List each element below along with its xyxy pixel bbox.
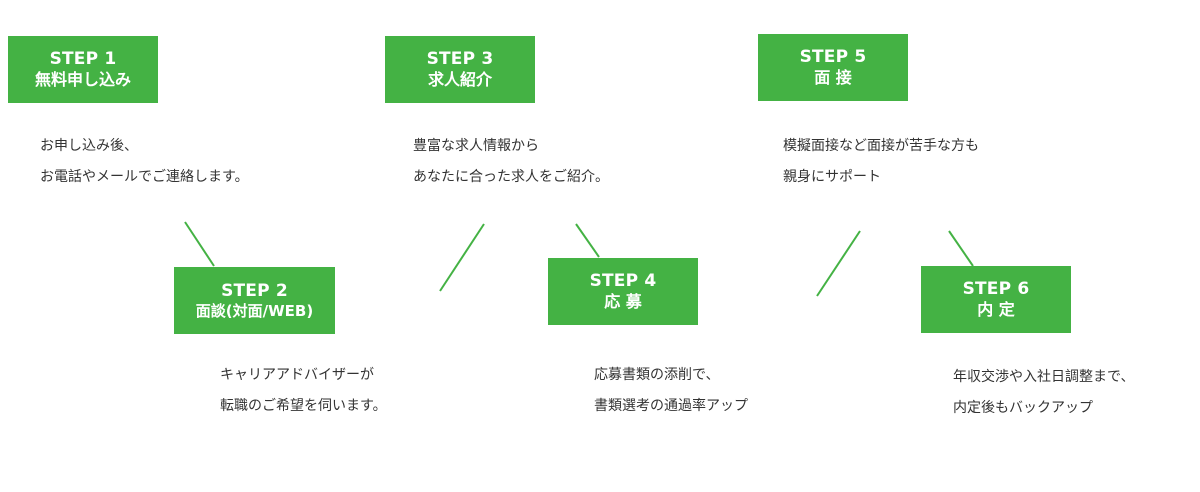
step-6-number: STEP 6 [962, 278, 1030, 299]
step-3-number: STEP 3 [426, 48, 494, 69]
step-5-desc-line-1: 模擬面接など面接が苦手な方も [783, 138, 979, 154]
step-5-description: 模擬面接など面接が苦手な方も 親身にサポート [783, 131, 979, 193]
step-4-desc-line-2: 書類選考の通過率アップ [594, 398, 748, 414]
step-5-box: STEP 5 面 接 [758, 34, 908, 101]
step-6-box: STEP 6 内 定 [921, 266, 1071, 333]
step-6-desc-line-1: 年収交渉や入社日調整まで、 [953, 369, 1135, 385]
connector-1-2 [184, 221, 215, 267]
step-2-number: STEP 2 [221, 280, 288, 301]
step-5-number: STEP 5 [799, 46, 867, 67]
connector-2-3 [439, 223, 485, 292]
connector-3-4 [575, 223, 600, 258]
connector-5-6 [948, 230, 974, 267]
step-1-name: 無料申し込み [34, 70, 131, 90]
step-2-desc-line-2: 転職のご希望を伺います。 [220, 398, 387, 414]
step-1-box: STEP 1 無料申し込み [8, 36, 158, 103]
step-3-name: 求人紹介 [427, 70, 492, 90]
step-3-desc-line-2: あなたに合った求人をご紹介。 [413, 169, 609, 185]
step-1-description: お申し込み後、 お電話やメールでご連絡します。 [40, 131, 249, 193]
step-3-desc-line-1: 豊富な求人情報から [413, 138, 539, 154]
step-2-desc-line-1: キャリアアドバイザーが [220, 367, 374, 383]
step-6-desc-line-2: 内定後もバックアップ [953, 400, 1093, 416]
step-4-description: 応募書類の添削で、 書類選考の通過率アップ [594, 360, 748, 422]
step-1-number: STEP 1 [49, 48, 117, 69]
step-5-name: 面 接 [814, 68, 852, 88]
step-3-box: STEP 3 求人紹介 [385, 36, 535, 103]
step-2-description: キャリアアドバイザーが 転職のご希望を伺います。 [220, 360, 387, 422]
step-2-name: 面談(対面/WEB) [195, 301, 314, 320]
step-1-desc-line-2: お電話やメールでご連絡します。 [40, 169, 249, 185]
step-4-box: STEP 4 応 募 [548, 258, 698, 325]
step-4-name: 応 募 [604, 292, 642, 312]
step-4-number: STEP 4 [589, 270, 657, 291]
step-4-desc-line-1: 応募書類の添削で、 [594, 367, 720, 383]
step-3-description: 豊富な求人情報から あなたに合った求人をご紹介。 [413, 131, 609, 193]
step-6-description: 年収交渉や入社日調整まで、 内定後もバックアップ [953, 362, 1134, 424]
step-5-desc-line-2: 親身にサポート [783, 169, 881, 185]
step-2-box: STEP 2 面談(対面/WEB) [174, 267, 335, 334]
step-6-name: 内 定 [977, 300, 1015, 320]
step-1-desc-line-1: お申し込み後、 [40, 138, 138, 154]
connector-4-5 [816, 230, 861, 297]
